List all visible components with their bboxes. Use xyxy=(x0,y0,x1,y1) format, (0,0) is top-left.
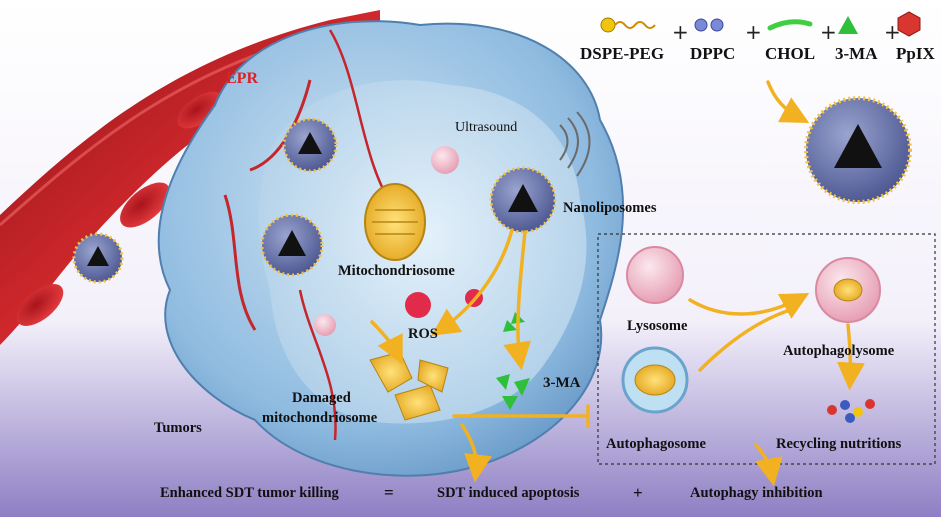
equation-plus: + xyxy=(633,483,643,502)
vesicle xyxy=(314,314,336,336)
three-ma-molecules xyxy=(496,312,530,410)
cell-interior xyxy=(258,80,587,424)
nanoliposome-inside xyxy=(489,166,557,234)
plus-sign: + xyxy=(745,20,762,44)
capillary xyxy=(223,194,257,331)
capillary xyxy=(298,289,337,441)
legend-label-chol: CHOL xyxy=(765,44,816,63)
lysosome xyxy=(626,246,684,304)
equation-right: Autophagy inhibition xyxy=(690,485,823,501)
vesicle xyxy=(431,146,459,174)
ros-label: ROS xyxy=(408,326,438,342)
legend-label-dppc: DPPC xyxy=(690,44,736,63)
legend-label-3-ma: 3-MA xyxy=(835,44,878,63)
autophagosome-content xyxy=(634,364,676,396)
dppc-icon xyxy=(694,18,724,32)
epr-label: EPR xyxy=(226,70,258,87)
mitochondrion-cristae xyxy=(372,209,418,235)
ppix-icon xyxy=(897,11,921,37)
nanoliposome-assembled xyxy=(804,96,912,204)
nanoliposomes-label: Nanoliposomes xyxy=(563,200,657,216)
recycling-nutrients xyxy=(827,399,875,423)
flow-arrows xyxy=(370,80,865,487)
autophagolysome-label: Autophagolysome xyxy=(783,343,895,359)
equation-equals: = xyxy=(384,483,394,502)
ultrasound-wave xyxy=(576,111,591,177)
autophagosome-label: Autophagosome xyxy=(606,436,706,452)
three-ma-icon xyxy=(838,16,858,34)
nanoliposome-epr xyxy=(282,117,338,173)
nanoliposome-entering xyxy=(260,213,324,277)
tumors-label: Tumors xyxy=(154,420,202,436)
lysosome-label: Lysosome xyxy=(627,318,688,334)
chol-icon xyxy=(767,19,813,31)
legend-label-ppix: PpIX xyxy=(896,44,935,63)
three-ma-label: 3-MA xyxy=(543,375,581,391)
dspe-peg-icon xyxy=(600,17,656,33)
ultrasound-label: Ultrasound xyxy=(455,120,518,135)
damaged-label-line1: Damaged xyxy=(292,390,351,406)
nanoliposome-in-vessel xyxy=(72,232,124,284)
ultrasound-wave xyxy=(559,124,569,161)
equation-middle: SDT induced apoptosis xyxy=(437,485,580,501)
red-blood-cell xyxy=(177,91,223,129)
damaged-label-line2: mitochondriosome xyxy=(262,410,378,426)
recycling-label: Recycling nutritions xyxy=(776,436,902,452)
legend-label-dspe-peg: DSPE-PEG xyxy=(580,44,665,63)
plus-sign: + xyxy=(672,20,689,44)
plus-sign: + xyxy=(884,20,901,44)
equation-left: Enhanced SDT tumor killing xyxy=(160,485,339,501)
red-blood-cell xyxy=(16,284,64,326)
autophagolysome-content xyxy=(833,278,863,302)
mitochondriosome-label: Mitochondriosome xyxy=(338,263,455,279)
autophagy-box xyxy=(597,233,936,465)
ultrasound-wave xyxy=(567,117,579,169)
plus-sign: + xyxy=(820,20,837,44)
red-blood-cell xyxy=(120,182,170,228)
